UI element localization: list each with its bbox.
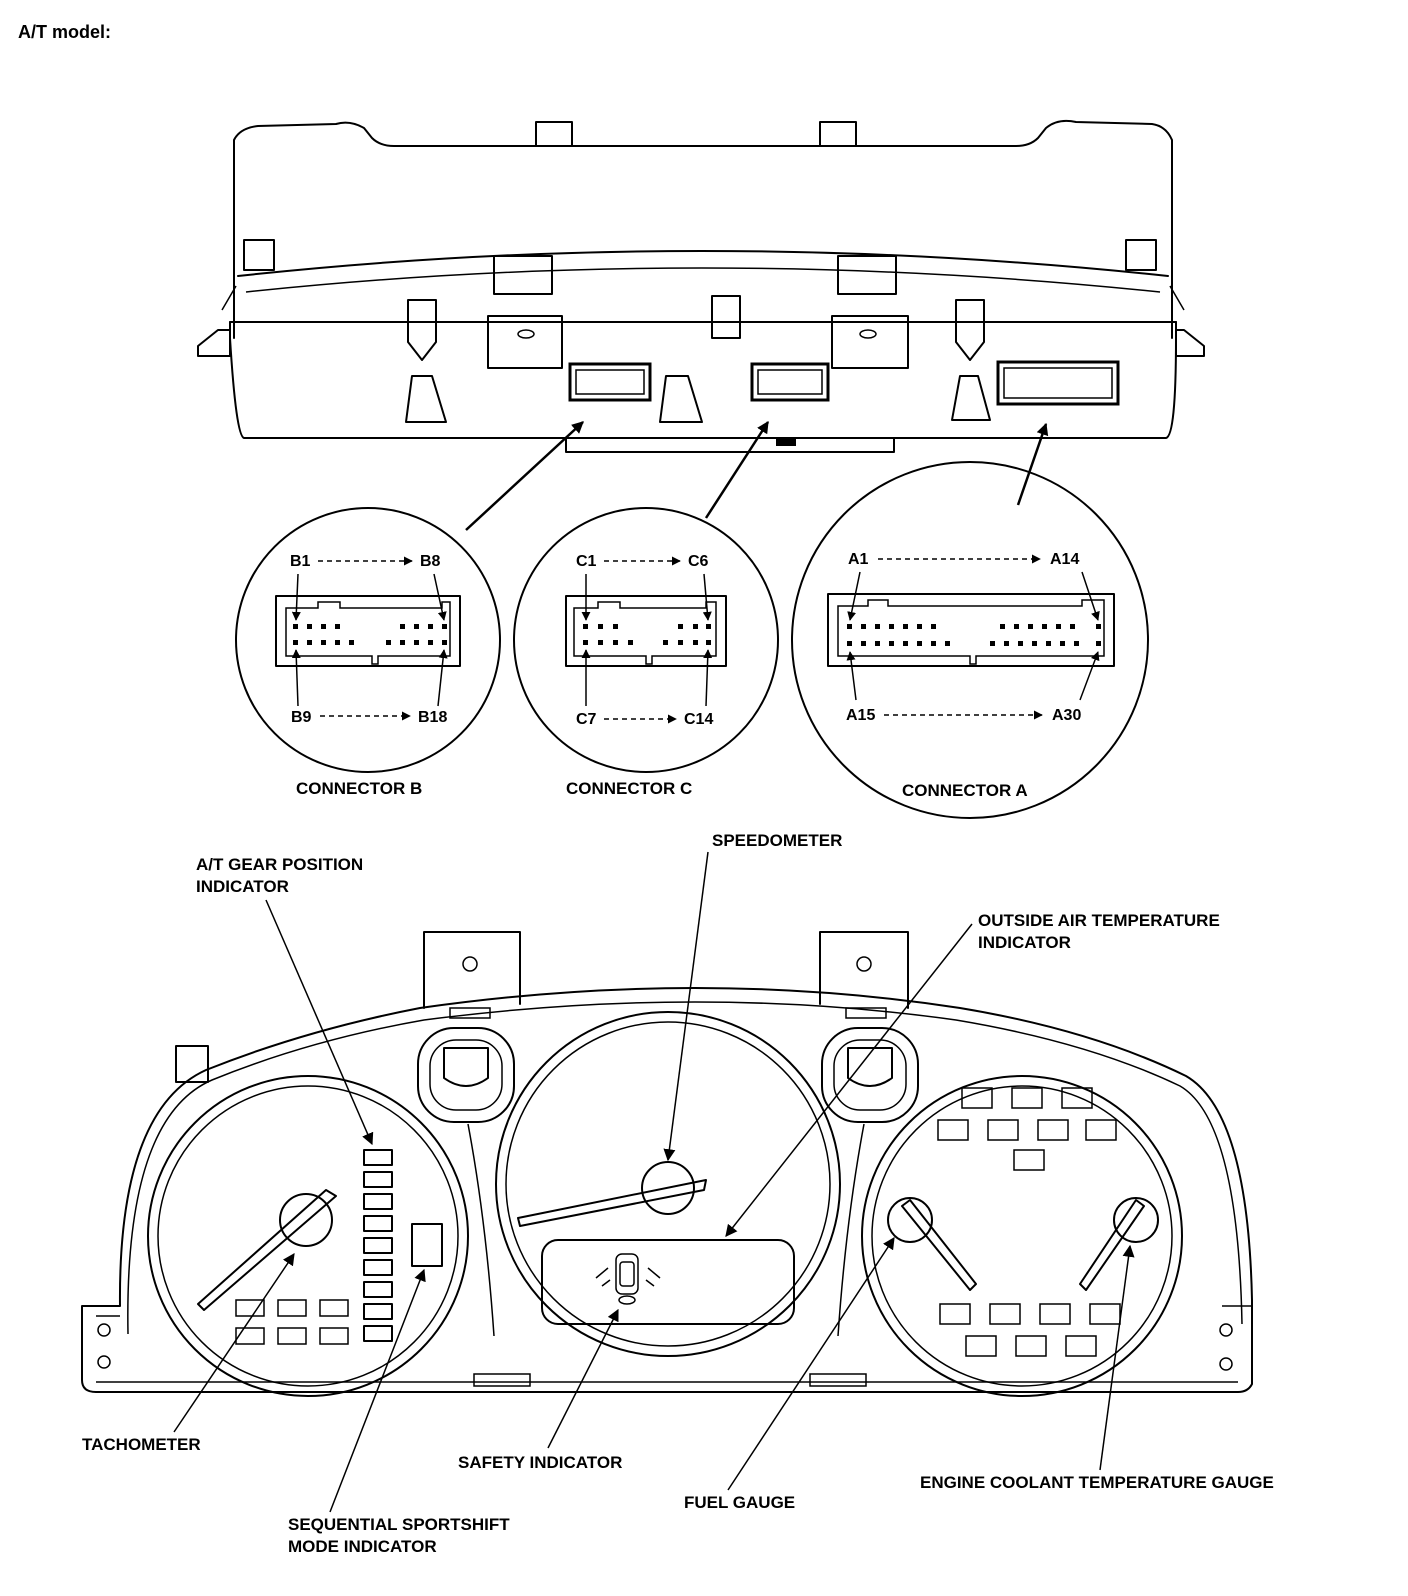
callout-safety: SAFETY INDICATOR: [458, 1308, 622, 1472]
connector-a-caption: CONNECTOR A: [902, 781, 1028, 800]
outside-air-label-line1: OUTSIDE AIR TEMPERATURE: [978, 911, 1220, 930]
pin-a15-label: A15: [846, 707, 875, 724]
coolant-label: ENGINE COOLANT TEMPERATURE GAUGE: [920, 1473, 1274, 1492]
callout-at-gear-position: A/T GEAR POSITION INDICATOR: [196, 855, 374, 1146]
connector-b-pins: [293, 624, 447, 645]
callout-sportshift: SEQUENTIAL SPORTSHIFT MODE INDICATOR: [288, 1268, 510, 1556]
pin-b9-label: B9: [291, 709, 312, 726]
tachometer-label: TACHOMETER: [82, 1435, 201, 1454]
fuel-label: FUEL GAUGE: [684, 1493, 795, 1512]
pin-a14-label: A14: [1050, 551, 1079, 568]
pin-c14-label: C14: [684, 711, 713, 728]
gear-position-lamps: [363, 1149, 393, 1342]
connector-a-pins: [847, 624, 1101, 646]
cluster-rear-view: [197, 119, 1205, 531]
speedometer-label: SPEEDOMETER: [712, 831, 842, 850]
at-gear-label-line1: A/T GEAR POSITION: [196, 855, 363, 874]
pin-b8-label: B8: [420, 553, 441, 570]
connector-c-pins: [583, 624, 711, 645]
pin-c6-label: C6: [688, 553, 709, 570]
sportshift-label-line2: MODE INDICATOR: [288, 1537, 437, 1556]
pin-c1-label: C1: [576, 553, 597, 570]
pin-b1-label: B1: [290, 553, 311, 570]
pin-a30-label: A30: [1052, 707, 1081, 724]
callout-fuel: FUEL GAUGE: [684, 1236, 895, 1512]
cluster-front-view: [81, 931, 1253, 1397]
sportshift-label-line1: SEQUENTIAL SPORTSHIFT: [288, 1515, 510, 1534]
pin-b18-label: B18: [418, 709, 447, 726]
callout-coolant: ENGINE COOLANT TEMPERATURE GAUGE: [920, 1244, 1274, 1492]
connector-a-detail: A1 A14 A15 A30 CONNECTOR A: [791, 461, 1149, 819]
pin-c7-label: C7: [576, 711, 597, 728]
outside-air-label-line2: INDICATOR: [978, 933, 1071, 952]
connector-b-detail: B1 B8 B9 B18 CONNECTOR B: [235, 507, 501, 798]
at-gear-label-line2: INDICATOR: [196, 877, 289, 896]
safety-label: SAFETY INDICATOR: [458, 1453, 622, 1472]
callout-outside-air-temp: OUTSIDE AIR TEMPERATURE INDICATOR: [725, 911, 1220, 1237]
safety-indicator-icon: [595, 1253, 661, 1305]
pin-a1-label: A1: [848, 551, 869, 568]
connector-c-caption: CONNECTOR C: [566, 779, 692, 798]
connector-b-caption: CONNECTOR B: [296, 779, 422, 798]
connector-c-detail: C1 C6 C7 C14 CONNECTOR C: [513, 507, 779, 798]
page-title: A/T model:: [18, 22, 111, 42]
callout-speedometer: SPEEDOMETER: [663, 831, 842, 1162]
callout-tachometer: TACHOMETER: [82, 1253, 295, 1454]
